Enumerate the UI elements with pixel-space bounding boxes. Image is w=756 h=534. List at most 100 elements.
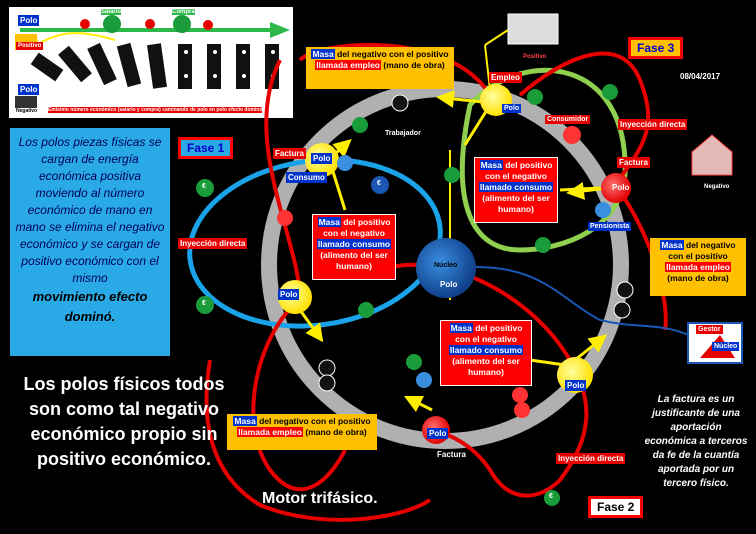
domino-coin-2	[173, 15, 191, 33]
box-empleo-2: Masa del negativo con el positivo llamad…	[650, 238, 746, 296]
box-consumo-3-masa: Masa	[449, 323, 473, 333]
box-consumo-2-rest: (alimento del ser humano)	[482, 193, 550, 214]
box-consumo-3: Masa del positivo con el negativo llamad…	[440, 320, 532, 386]
pensionista-label: Pensionista	[588, 222, 632, 231]
domino-compra-label: Compra	[172, 9, 195, 15]
bottom-left-text: Los polos físicos todos son como tal neg…	[23, 374, 225, 469]
box-consumo-2-masa: Masa	[479, 160, 503, 170]
coins-blue	[371, 176, 389, 194]
left-text-main: Los polos piezas físicas se cargan de en…	[15, 135, 165, 285]
box-consumo-1-llamado: llamado consumo	[316, 239, 392, 249]
box-empleo-3: Masa del negativo con el positivo llamad…	[227, 414, 377, 450]
left-text-box: Los polos piezas físicas se cargan de en…	[10, 128, 170, 356]
box-consumo-1-suffix: del positivo con el negativo	[323, 217, 391, 238]
inyeccion-label-bottom: Inyección directa	[556, 453, 626, 464]
negativo-label: Negativo	[704, 184, 730, 190]
polo-factura-right	[601, 173, 631, 203]
factura-note: La factura es un justificante de una apo…	[644, 394, 748, 489]
box-consumo-2-suffix: del positivo con el negativo	[485, 160, 553, 181]
domino-polo-top-label: Polo	[18, 15, 40, 26]
coin-symbol-1: €	[202, 183, 206, 190]
box-empleo-1: Masa del negativo con el positivo llamad…	[306, 47, 454, 89]
spoke-right	[559, 186, 601, 192]
coin-symbol-4: €	[549, 493, 553, 500]
coins-green	[196, 84, 618, 506]
inyeccion-label-left: Inyección directa	[178, 238, 248, 249]
box-empleo-3-llamada: llamada empleo	[237, 427, 303, 437]
box-empleo-3-rest: (mano de obra)	[303, 427, 367, 437]
gestor-label: Gestor	[696, 325, 723, 334]
polo-label-bottom: Polo	[427, 428, 449, 439]
box-consumo-3-llamado: llamado consumo	[448, 345, 524, 355]
fase2-label: Fase 2	[588, 496, 644, 518]
domino-panel	[9, 7, 293, 118]
box-empleo-2-masa: Masa	[660, 240, 684, 250]
domino-polo-bottom-label: Polo	[18, 84, 40, 95]
spoke-lower	[529, 358, 566, 367]
blue-link-line	[454, 265, 701, 341]
factura-label-bottom: Factura	[437, 450, 466, 459]
box-empleo-1-suffix: del negativo con el positivo	[334, 49, 449, 59]
domino-coin-1	[103, 15, 121, 33]
gray-ring	[261, 81, 629, 449]
empleo-link	[484, 44, 491, 91]
coin-symbol-2: €	[202, 300, 206, 307]
empleo-label: Empleo	[489, 72, 522, 83]
left-text-emph: movimiento efecto dominó.	[32, 289, 148, 324]
box-empleo-1-llamada: llamada empleo	[315, 60, 381, 70]
polo-label-lower-right: Polo	[565, 380, 587, 391]
box-empleo-3-masa: Masa	[233, 416, 257, 426]
polo-label-empleo: Polo	[502, 104, 522, 113]
domino-positivo-label: Positivo	[16, 42, 44, 50]
computer-icon	[507, 13, 559, 45]
box-consumo-1: Masa del positivo con el negativo llamad…	[312, 214, 396, 280]
inyeccion-label-right: Inyección directa	[618, 119, 688, 130]
motor-title: Motor trifásico.	[262, 490, 378, 507]
empleo-link-2	[484, 29, 509, 46]
arrow-polo-bottom	[403, 395, 433, 413]
box-empleo-2-suffix: del negativo con el positivo	[668, 240, 736, 261]
domino-red-dot-1	[145, 19, 155, 29]
red-loop-left	[251, 59, 347, 492]
domino-arrowhead	[270, 22, 290, 38]
box-consumo-1-rest: (alimento del ser humano)	[320, 250, 388, 271]
nucleus-circle	[416, 238, 476, 298]
domino-negativo-label: Negativo	[16, 108, 38, 114]
domino-yellow-link	[34, 32, 116, 47]
box-consumo-3-suffix: del positivo con el negativo	[455, 323, 523, 344]
box-empleo-2-rest: (mano de obra)	[667, 273, 729, 283]
polo-label-topleft: Polo	[311, 153, 333, 164]
box-consumo-2-llamado: llamado consumo	[478, 182, 554, 192]
box-consumo-1-masa: Masa	[317, 217, 341, 227]
domino-salario-label: Salario	[101, 9, 122, 15]
factura-label-topleft: Factura	[273, 148, 306, 159]
date-label: 08/04/2017	[680, 72, 721, 81]
positivo-label: Positivo	[523, 54, 547, 60]
consumidor-label: Consumidor	[545, 115, 591, 124]
nucleus-line1: Núcleo	[434, 262, 458, 269]
box-empleo-1-masa: Masa	[311, 49, 335, 59]
box-empleo-1-rest: (mano de obra)	[381, 60, 445, 70]
fase1-label: Fase 1	[178, 137, 234, 159]
box-empleo-2-llamada: llamada empleo	[665, 262, 731, 272]
domino-person-icon-2	[15, 96, 37, 108]
box-consumo-2: Masa del positivo con el negativo llamad…	[474, 157, 558, 223]
fase3-label: Fase 3	[628, 37, 684, 59]
arrow-polo-left	[298, 309, 324, 343]
domino-red-dot-2	[203, 20, 213, 30]
trabajador-label: Trabajador	[385, 130, 421, 137]
arrow-polo-lower	[574, 334, 608, 362]
blue-loop	[187, 157, 443, 329]
factura-label-right: Factura	[617, 157, 650, 168]
faces	[277, 94, 634, 418]
box-consumo-3-rest: (alimento del ser humano)	[452, 356, 520, 377]
polo-label-right: Polo	[612, 183, 630, 192]
consumo-label: Consumo	[286, 172, 327, 183]
domino-caption: Emisimo número económico (salario y comp…	[48, 107, 263, 113]
house-icon	[691, 134, 733, 176]
domino-red-dot-3	[80, 19, 90, 29]
coin-symbol-3: €	[377, 180, 381, 187]
box-empleo-3-suffix: del negativo con el positivo	[256, 416, 371, 426]
red-loop-fase2	[379, 262, 589, 498]
